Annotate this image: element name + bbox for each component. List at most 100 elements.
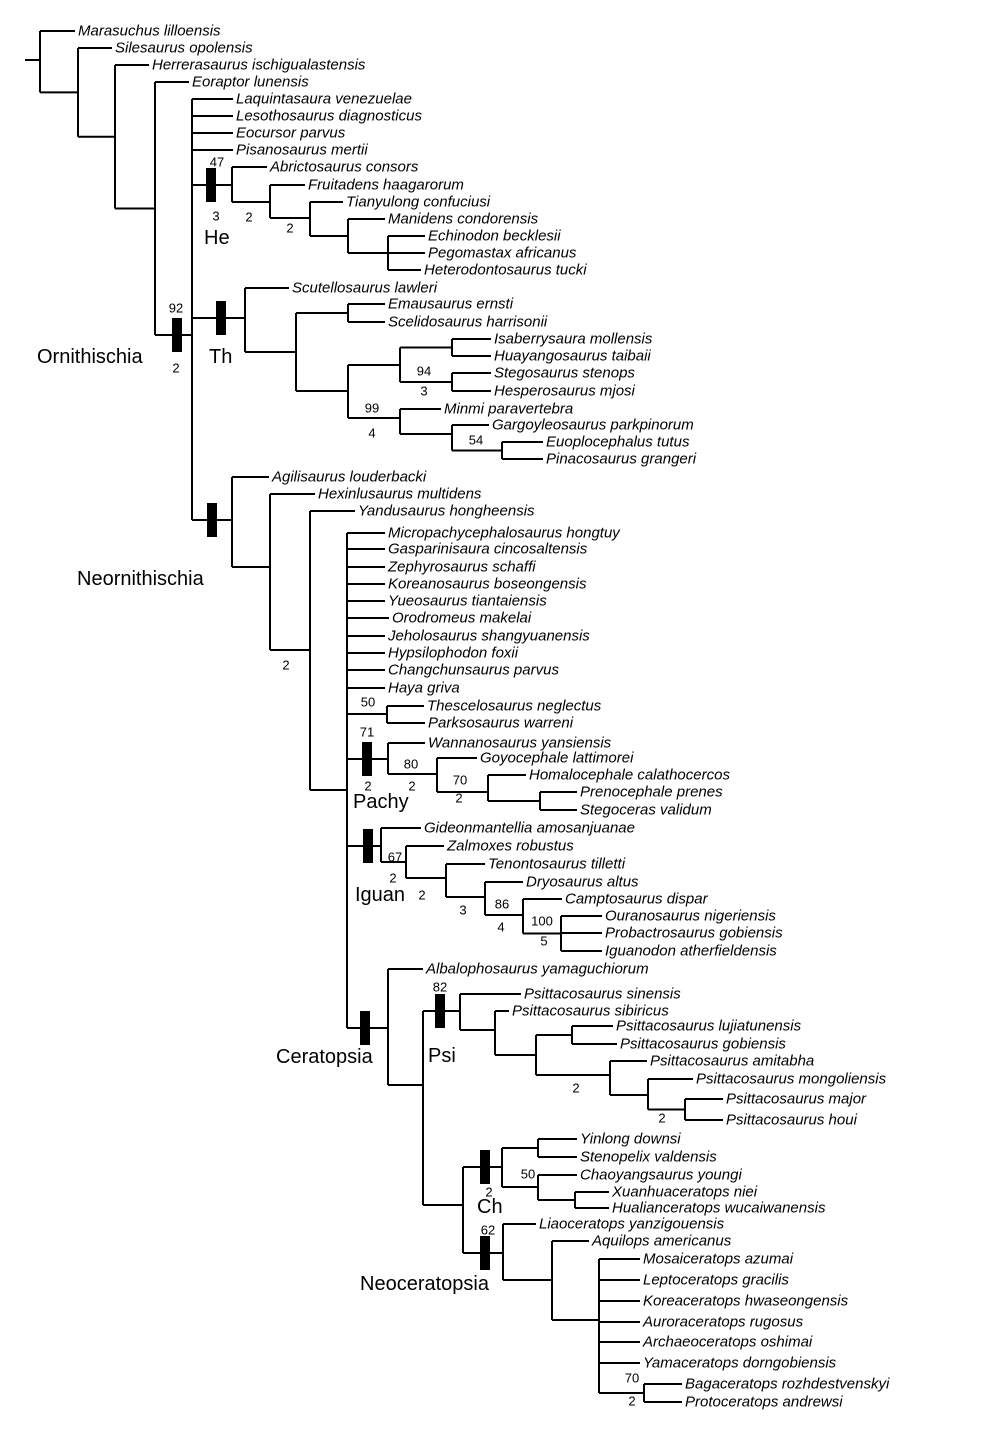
support-value: 54: [469, 433, 483, 448]
synapomorphy-bar: [363, 829, 373, 863]
taxon-label: Auroraceratops rugosus: [642, 1314, 804, 1331]
taxon-label: Euoplocephalus tutus: [546, 434, 690, 451]
support-value: 100: [531, 914, 553, 929]
support-value: 67: [388, 850, 402, 865]
taxon-label: Tianyulong confuciusi: [346, 194, 491, 211]
clade-label: Ornithischia: [37, 346, 143, 368]
taxon-label: Koreanosaurus boseongensis: [388, 576, 587, 593]
support-value: 2: [418, 888, 425, 903]
support-value: 4: [497, 920, 504, 935]
taxon-label: Heterodontosaurus tucki: [424, 262, 587, 279]
taxon-label: Pisanosaurus mertii: [236, 142, 368, 159]
taxon-label: Manidens condorensis: [388, 211, 539, 228]
taxon-label: Yinlong downsi: [580, 1131, 681, 1148]
clade-label: Th: [209, 346, 232, 368]
taxon-label: Albalophosaurus yamaguchiorum: [425, 961, 649, 978]
taxon-label: Liaoceratops yanzigouensis: [539, 1216, 725, 1233]
clade-label: Pachy: [353, 791, 409, 813]
synapomorphy-bar: [480, 1150, 490, 1184]
taxon-label: Stenopelix valdensis: [580, 1149, 717, 1166]
taxon-label: Micropachycephalosaurus hongtuy: [388, 525, 621, 542]
synapomorphy-bar: [172, 318, 182, 352]
taxon-label: Iguanodon atherfieldensis: [605, 943, 777, 960]
support-value: 47: [210, 155, 224, 170]
taxon-label: Fruitadens haagarorum: [308, 177, 464, 194]
taxon-label: Pinacosaurus grangeri: [546, 451, 697, 468]
taxon-label: Hualianceratops wucaiwanensis: [612, 1200, 826, 1217]
clade-label: Ch: [477, 1196, 503, 1218]
taxon-label: Prenocephale prenes: [580, 784, 723, 801]
support-value: 70: [453, 773, 467, 788]
taxon-label: Psittacosaurus mongoliensis: [696, 1071, 887, 1088]
taxon-label: Psittacosaurus gobiensis: [620, 1036, 786, 1053]
taxon-label: Chaoyangsaurus youngi: [580, 1167, 742, 1184]
taxon-label: Eoraptor lunensis: [192, 74, 309, 91]
taxon-label: Xuanhuaceratops niei: [611, 1184, 758, 1201]
synapomorphy-bar: [216, 301, 226, 335]
taxon-label: Protoceratops andrewsi: [685, 1394, 843, 1411]
taxon-label: Gargoyleosaurus parkpinorum: [492, 417, 694, 434]
support-value: 3: [420, 384, 427, 399]
support-value: 94: [417, 364, 431, 379]
support-value: 2: [389, 871, 396, 886]
taxon-label: Eocursor parvus: [236, 125, 346, 142]
taxon-label: Yamaceratops dorngobiensis: [643, 1355, 837, 1372]
taxon-label: Isaberrysaura mollensis: [494, 331, 653, 348]
support-value: 71: [360, 725, 374, 740]
taxon-label: Huayangosaurus taibaii: [494, 348, 651, 365]
synapomorphy-bar: [435, 994, 445, 1028]
taxon-label: Stegosaurus stenops: [494, 365, 635, 382]
taxon-label: Hesperosaurus mjosi: [494, 383, 636, 400]
support-value: 2: [245, 210, 252, 225]
taxon-label: Laquintasaura venezuelae: [236, 91, 412, 108]
taxon-label: Aquilops americanus: [591, 1233, 732, 1250]
taxon-label: Psittacosaurus sibiricus: [512, 1003, 669, 1020]
clade-label: Neoceratopsia: [360, 1273, 490, 1295]
taxon-label: Dryosaurus altus: [526, 874, 639, 891]
taxon-label: Psittacosaurus major: [726, 1091, 867, 1108]
taxon-label: Hexinlusaurus multidens: [318, 486, 482, 503]
support-value: 2: [485, 1185, 492, 1200]
taxon-label: Mosaiceratops azumai: [643, 1251, 794, 1268]
clade-label: Ceratopsia: [276, 1046, 374, 1068]
taxon-label: Stegoceras validum: [580, 802, 712, 819]
support-value: 92: [169, 301, 183, 316]
taxon-label: Emausaurus ernsti: [388, 296, 514, 313]
taxon-label: Abrictosaurus consors: [269, 159, 419, 176]
taxon-label: Scelidosaurus harrisonii: [388, 314, 548, 331]
support-value: 50: [521, 1167, 535, 1182]
taxon-label: Herrerasaurus ischigualastensis: [152, 57, 366, 74]
taxon-label: Orodromeus makelai: [392, 610, 532, 627]
support-value: 80: [404, 757, 418, 772]
taxon-label: Camptosaurus dispar: [565, 891, 709, 908]
taxon-label: Minmi paravertebra: [444, 401, 573, 418]
taxon-label: Silesaurus opolensis: [115, 40, 253, 57]
taxon-label: Probactrosaurus gobiensis: [605, 925, 783, 942]
taxon-label: Haya griva: [388, 680, 460, 697]
support-value: 99: [365, 401, 379, 416]
taxon-label: Echinodon becklesii: [428, 228, 561, 245]
taxon-label: Scutellosaurus lawleri: [292, 280, 438, 297]
taxon-label: Zephyrosaurus schaffi: [387, 559, 536, 576]
synapomorphy-bar: [480, 1236, 490, 1270]
taxon-label: Psittacosaurus amitabha: [650, 1053, 814, 1070]
synapomorphy-bar: [206, 168, 216, 202]
taxon-label: Yandusaurus hongheensis: [358, 503, 535, 520]
taxon-label: Gideonmantellia amosanjuanae: [424, 820, 635, 837]
support-value: 86: [495, 897, 509, 912]
support-value: 5: [540, 934, 547, 949]
taxon-label: Gasparinisaura cincosaltensis: [388, 541, 588, 558]
taxon-label: Archaeoceratops oshimai: [642, 1334, 813, 1351]
taxon-label: Bagaceratops rozhdestvenskyi: [685, 1376, 890, 1393]
taxon-label: Zalmoxes robustus: [446, 838, 574, 855]
taxon-label: Psittacosaurus sinensis: [524, 986, 681, 1003]
synapomorphy-bar: [207, 503, 217, 537]
synapomorphy-bar: [360, 1011, 370, 1045]
taxon-label: Thescelosaurus neglectus: [427, 698, 602, 715]
taxon-label: Tenontosaurus tilletti: [488, 856, 626, 873]
support-value: 2: [455, 791, 462, 806]
support-value: 2: [408, 779, 415, 794]
clade-label: Psi: [428, 1045, 456, 1067]
support-value: 2: [286, 221, 293, 236]
taxon-label: Homalocephale calathocercos: [529, 767, 730, 784]
